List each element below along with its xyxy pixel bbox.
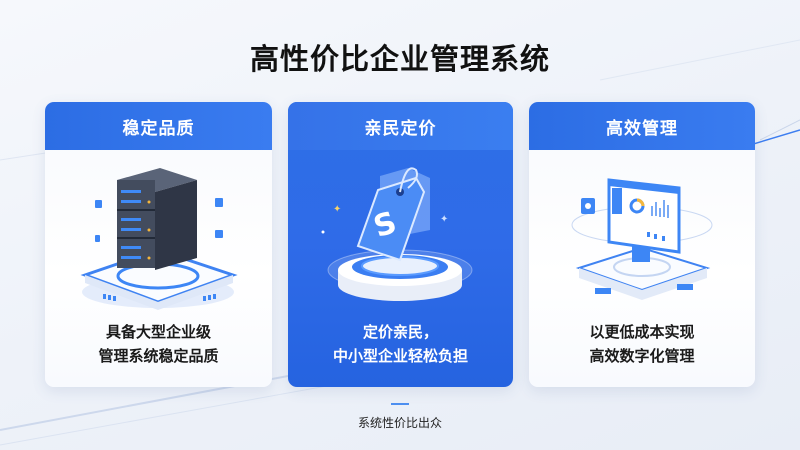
svg-text:✦: ✦ bbox=[440, 214, 448, 225]
feature-card-stable-quality: 稳定品质 bbox=[45, 102, 272, 387]
server-rack-icon bbox=[45, 150, 272, 310]
price-tag-icon: S ✦ ✦ bbox=[288, 150, 513, 310]
card-description: 具备大型企业级 管理系统稳定品质 bbox=[98, 323, 219, 365]
svg-text:✦: ✦ bbox=[333, 204, 341, 215]
card-header: 稳定品质 bbox=[45, 102, 272, 150]
page-title: 高性价比企业管理系统 bbox=[249, 42, 550, 76]
dashboard-monitor-icon bbox=[529, 150, 755, 310]
footer-divider bbox=[391, 403, 409, 405]
feature-card-affordable-pricing: 亲民定价 S ✦ ✦ 定价亲民， 中小型企业轻松负担 bbox=[288, 102, 513, 387]
card-title: 亲民定价 bbox=[364, 118, 437, 139]
card-title: 稳定品质 bbox=[122, 118, 195, 139]
card-description: 以更低成本实现 高效数字化管理 bbox=[589, 323, 695, 365]
feature-card-efficient-management: 高效管理 以更低成本实现 bbox=[529, 102, 755, 387]
card-description: 定价亲民， 中小型企业轻松负担 bbox=[332, 323, 468, 365]
card-header: 高效管理 bbox=[529, 102, 755, 150]
footer-caption: 系统性价比出众 bbox=[357, 416, 442, 430]
card-title: 高效管理 bbox=[606, 118, 678, 139]
card-header: 亲民定价 bbox=[288, 102, 513, 150]
